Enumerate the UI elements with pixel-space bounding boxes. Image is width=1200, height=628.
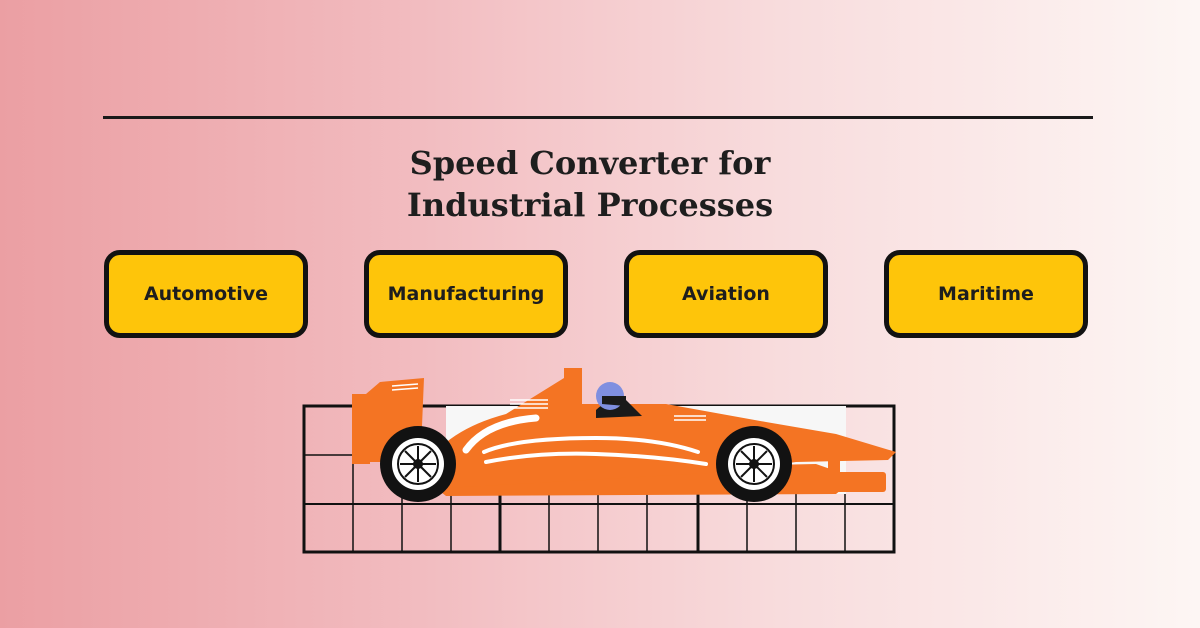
category-maritime-button[interactable]: Maritime xyxy=(884,250,1088,338)
top-divider xyxy=(103,116,1093,119)
front-wheel-icon xyxy=(716,426,792,502)
title-line-2: Industrial Processes xyxy=(406,186,774,224)
page-title: Speed Converter for Industrial Processes xyxy=(300,142,880,226)
front-wing xyxy=(812,458,886,492)
rear-wheel-icon xyxy=(380,426,456,502)
category-aviation-button[interactable]: Aviation xyxy=(624,250,828,338)
body-detail xyxy=(510,399,706,421)
air-intake xyxy=(564,368,582,406)
category-manufacturing-button[interactable]: Manufacturing xyxy=(364,250,568,338)
speed-stripes xyxy=(462,414,708,466)
category-automotive-button[interactable]: Automotive xyxy=(104,250,308,338)
race-car-icon xyxy=(302,368,896,554)
driver-helmet-icon xyxy=(596,382,626,410)
title-line-1: Speed Converter for xyxy=(409,144,771,182)
